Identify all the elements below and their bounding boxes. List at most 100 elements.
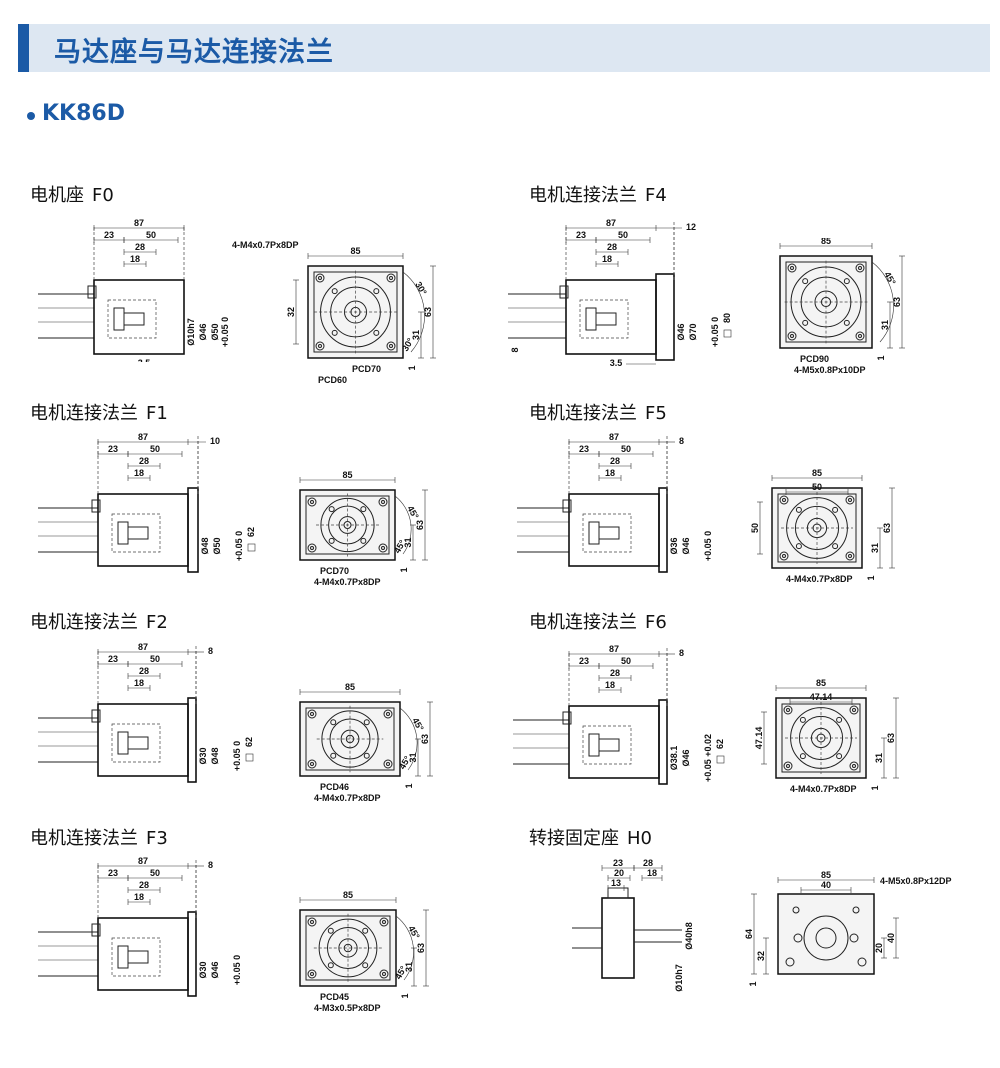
- housing-body: [97, 917, 189, 991]
- dim-c: 13: [611, 878, 621, 888]
- bolt-hole: [315, 341, 325, 351]
- holes-label: 4-M4x0.7Px8DP: [790, 784, 857, 794]
- page-title: 马达座与马达连接法兰: [54, 37, 334, 68]
- square-symbol: [247, 543, 256, 552]
- dim-h2: 31: [870, 543, 880, 553]
- pcd-hole: [843, 319, 850, 326]
- dim-height: 63: [415, 520, 425, 530]
- dim-b: 50: [618, 230, 628, 240]
- dim-square: 62: [715, 739, 725, 749]
- section-name: 电机连接法兰: [30, 612, 138, 633]
- bolt-hole: [783, 705, 793, 715]
- dim-width: 85: [812, 468, 822, 478]
- bolt-center: [852, 764, 856, 768]
- adapter-cap: [607, 887, 629, 899]
- bolt-center: [382, 972, 386, 976]
- tap-hole: [852, 906, 860, 914]
- dim-d: 28: [643, 858, 653, 868]
- model-label: KK86D: [42, 101, 125, 126]
- angle-arc: [399, 707, 418, 771]
- dim-bore1: Ø38.1: [669, 746, 679, 771]
- housing-tab: [91, 709, 101, 723]
- pcd-hole: [373, 288, 380, 295]
- dim-bore2: Ø46: [210, 961, 220, 978]
- dim-c: 28: [139, 880, 149, 890]
- coupling-shaft: [598, 738, 620, 752]
- coupling-bolt: [588, 521, 600, 545]
- dim-tolerance: +0.05 0: [220, 317, 230, 347]
- pilot-circle: [320, 497, 375, 553]
- bolt-hole: [379, 917, 389, 927]
- bolt-center: [382, 920, 386, 924]
- bolt-center: [318, 276, 322, 280]
- dim-square: 62: [244, 737, 254, 747]
- dim-c: 28: [139, 456, 149, 466]
- dim-width: 85: [345, 682, 355, 692]
- coupling-shaft: [123, 312, 145, 326]
- section-code: F6: [645, 612, 667, 633]
- coupling-bolt: [117, 521, 129, 545]
- pcd-hole: [327, 962, 334, 969]
- bolt-hole: [779, 495, 789, 505]
- bolt-center: [310, 712, 314, 716]
- dim-bore1: Ø46: [676, 323, 686, 340]
- bolt-hole: [307, 917, 317, 927]
- dim-square: 80: [722, 313, 732, 323]
- inner-pocket: [582, 725, 632, 765]
- bolt-hole: [857, 957, 867, 967]
- pcd-hole: [331, 288, 338, 295]
- dim-a: 23: [579, 656, 589, 666]
- bolt-center: [858, 266, 862, 270]
- dim-h2: 31: [874, 753, 884, 763]
- dim-extra: 10: [210, 436, 220, 446]
- bolt-hole: [386, 273, 396, 283]
- housing-tab: [562, 499, 572, 513]
- bolt-hole: [379, 969, 389, 979]
- dim-h2: 31: [408, 752, 418, 762]
- dim-height: 63: [423, 307, 433, 317]
- section-code: H0: [627, 828, 652, 849]
- dim-tolerance: +0.05 0: [232, 955, 242, 985]
- coupling-bolt: [588, 733, 600, 757]
- dim-h2: 31: [403, 537, 413, 547]
- tap-hole: [792, 906, 800, 914]
- inner-pocket: [111, 723, 161, 763]
- section-code: F0: [92, 185, 114, 206]
- dim-left1: 64: [744, 929, 754, 939]
- angle-arc: [394, 495, 412, 555]
- holes-label: 4-M4x0.7Px8DP: [786, 574, 853, 583]
- section-code: F1: [146, 403, 168, 424]
- pcd-label: PCD46: [320, 782, 349, 792]
- bolt-hole: [845, 495, 855, 505]
- coupling-bolt: [117, 731, 129, 755]
- bolt-hole: [307, 709, 317, 719]
- dim-d: 18: [134, 678, 144, 688]
- pcd-hole: [799, 716, 806, 723]
- bolt-hole: [785, 957, 795, 967]
- pcd-label: PCD90: [800, 354, 829, 364]
- square-symbol: [245, 753, 254, 762]
- pcd-hole: [832, 543, 839, 550]
- holes-label: 4-M4x0.7Px8DP: [232, 240, 299, 250]
- inner-pocket: [582, 513, 632, 553]
- dim-d: 18: [605, 468, 615, 478]
- dim-total: 87: [606, 218, 616, 228]
- dim-width: 85: [821, 870, 831, 880]
- housing-body: [568, 493, 660, 567]
- dim-h3: 1: [866, 575, 876, 580]
- bolt-center: [386, 762, 390, 766]
- pcd-hole: [362, 927, 369, 934]
- pcd-hole: [836, 753, 843, 760]
- dim-angle: 45°: [405, 504, 421, 521]
- coupling-bolt: [117, 945, 129, 969]
- bolt-center: [389, 344, 393, 348]
- dim-bore1: Ø10h7: [186, 318, 196, 346]
